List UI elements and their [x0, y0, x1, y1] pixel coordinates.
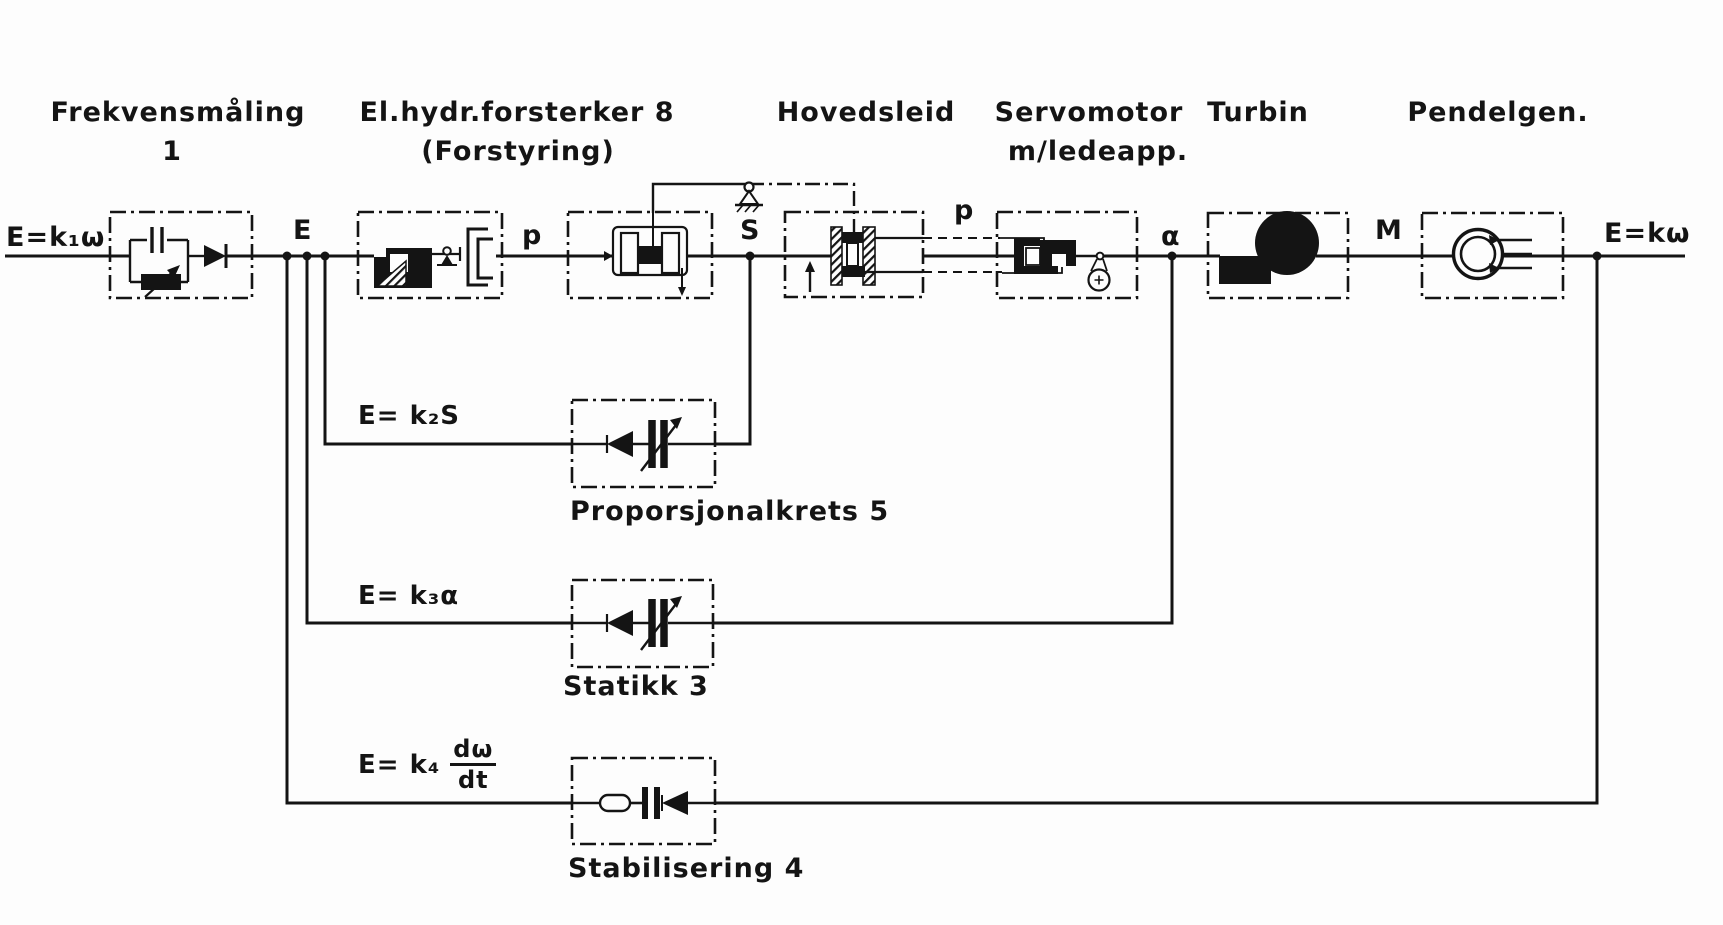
statikk-symbol	[572, 596, 713, 651]
stabilisering-frame	[570, 756, 717, 846]
pilotventil-frame	[566, 210, 714, 300]
alpha-label: α	[1161, 221, 1181, 252]
equation-statikk: E= k₃α	[358, 581, 460, 611]
hovedsleid-symbol	[805, 226, 923, 292]
header-servomotor-sub: m/ledeapp.	[1007, 136, 1189, 167]
frekvensmaling-symbol	[128, 227, 228, 298]
feedback-lever	[651, 181, 856, 233]
diode-icon	[607, 431, 633, 457]
header-forsterker: El.hydr.forsterker 8	[359, 97, 675, 128]
derivative-fraction: dω dt	[450, 736, 497, 795]
spool-piston-icon	[660, 231, 681, 275]
frekvensmaling-frame	[108, 210, 254, 300]
header-turbin: Turbin	[1207, 97, 1309, 128]
cylinder-icon	[1014, 238, 1040, 274]
caption-statikk: Statikk 3	[563, 671, 709, 702]
equation-stabilisering-prefix: E= k₄	[358, 749, 441, 780]
pendelgen-symbol	[1451, 227, 1532, 281]
nozzle-icon	[466, 227, 488, 287]
caption-stabilisering: Stabilisering 4	[568, 853, 805, 884]
feedback-lines	[285, 256, 1599, 805]
header-hovedsleid: Hovedsleid	[776, 97, 956, 128]
node-e-label: E	[293, 215, 313, 246]
spool-piston-icon	[619, 231, 640, 275]
diode-icon	[662, 791, 688, 815]
capacitor-icon	[648, 599, 668, 647]
valve-wall-icon	[862, 226, 876, 286]
pressure-p-label: p	[522, 220, 543, 251]
pendelgen-frame	[1420, 211, 1565, 300]
slide-s-label: S	[740, 215, 761, 246]
header-pendelgen: Pendelgen.	[1407, 97, 1589, 128]
stabilisering-symbol	[572, 787, 715, 819]
equation-stabilisering: E= k₄ dω dt	[358, 736, 497, 795]
caption-proporsjonalkrets: Proporsjonalkrets 5	[570, 496, 890, 527]
capacitor-icon	[150, 227, 164, 253]
capacitor-icon	[648, 420, 668, 468]
servomotor-frame	[995, 210, 1139, 300]
flapper-pivot-icon	[442, 246, 452, 256]
fraction-denominator: dt	[457, 766, 489, 795]
servomotor-symbol	[1014, 238, 1111, 292]
diode-icon	[607, 610, 633, 636]
header-frekvensmaling: Frekvensmåling	[50, 97, 306, 128]
output-signal-label: E=kω	[1604, 218, 1691, 249]
fraction-numerator: dω	[450, 736, 497, 767]
forsterker-frame	[356, 210, 504, 300]
resistor-icon	[598, 793, 632, 813]
pilotventil-symbol	[604, 212, 689, 296]
header-forsterker-sub: (Forstyring)	[421, 136, 615, 167]
proporsjonalkrets-symbol	[572, 417, 715, 472]
supply-arrow-icon	[805, 261, 815, 272]
turbin-symbol	[1219, 211, 1319, 284]
forsterker-symbol	[374, 227, 493, 288]
equation-proporsjonal: E= k₂S	[358, 401, 461, 431]
torque-m-label: M	[1375, 215, 1403, 246]
header-frekvensmaling-number: 1	[162, 136, 182, 167]
pressure-p2-label: p	[954, 195, 975, 226]
capacitor-icon	[642, 787, 660, 819]
header-servomotor: Servomotor	[994, 97, 1184, 128]
valve-wall-icon	[830, 226, 843, 286]
diode-icon	[204, 245, 226, 267]
input-signal-label: E=k₁ω	[6, 222, 106, 253]
block-frames	[108, 210, 1565, 846]
